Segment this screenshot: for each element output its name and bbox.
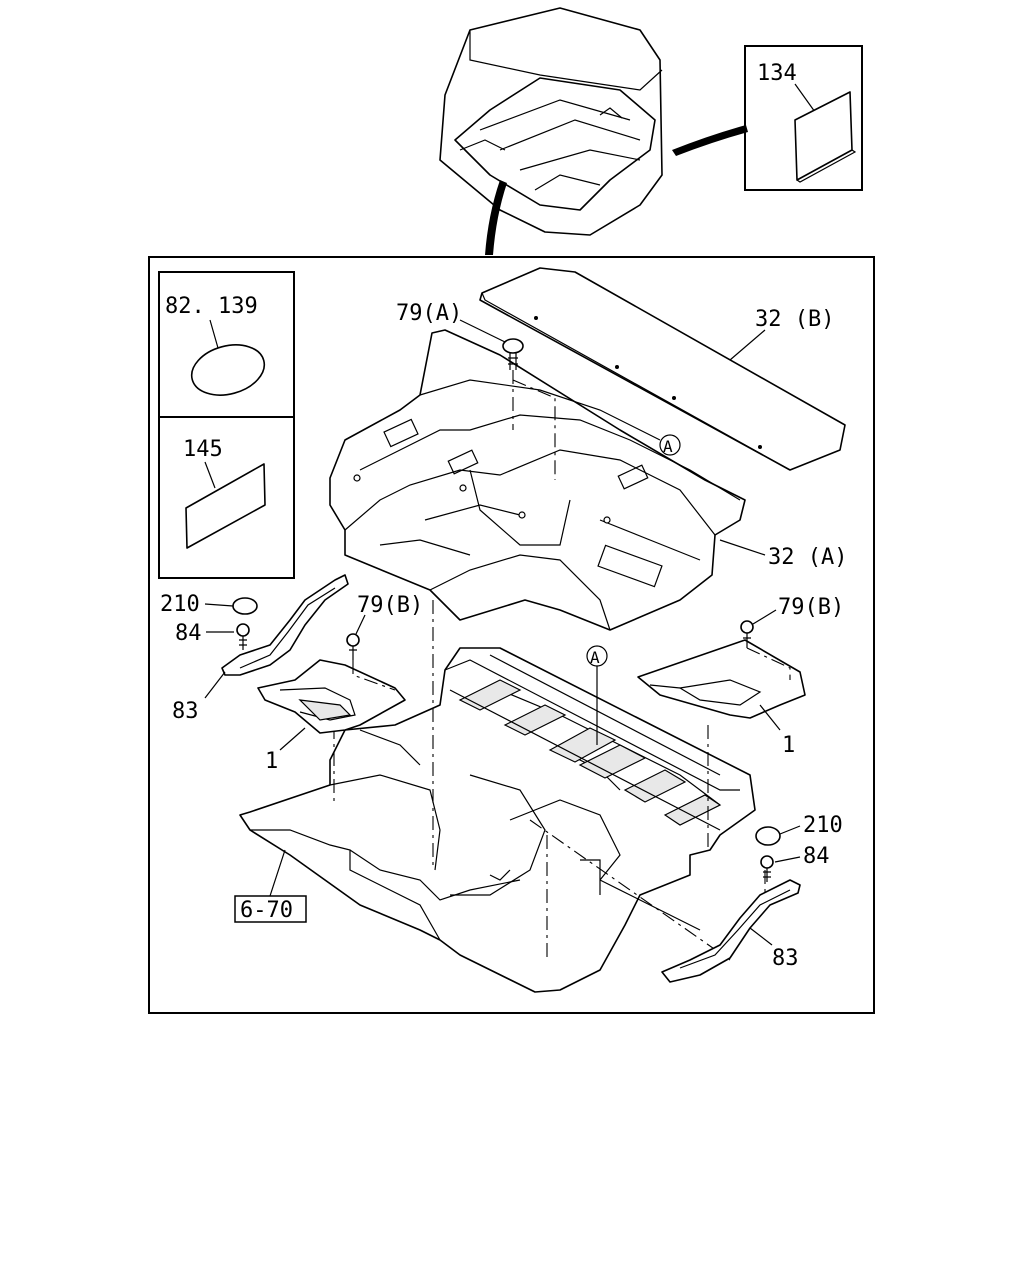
pad-145 [185,463,266,549]
mat-32B [479,267,846,471]
callout-32B: 32 (B) [755,307,834,332]
callout-83-left: 83 [172,699,199,724]
vehicle-overview [439,7,663,236]
trim-83-right [661,879,801,983]
clip-79A [502,338,524,370]
callout-83-right: 83 [772,946,799,971]
callout-84-left: 84 [175,621,202,646]
callout-145: 145 [183,437,223,462]
grommet-oval [190,344,266,396]
main-frame [148,256,875,1014]
callout-82-139: 82. 139 [165,294,258,319]
callout-6-70: 6-70 [240,898,293,923]
callout-1-left: 1 [265,749,278,774]
reference-circle-upper [659,434,681,456]
cap-210-left [232,597,258,615]
callout-210-right: 210 [803,813,843,838]
cap-210-right [755,826,781,846]
callout-79A: 79(A) [396,301,462,326]
callout-1-right: 1 [782,733,795,758]
overview-pointer-down [485,180,507,255]
ref-A-upper: A [663,437,673,456]
trim-83-left [221,574,349,676]
ref-A-lower: A [590,648,600,667]
screw-84-right [760,855,774,882]
panel-1-left [257,659,406,734]
callout-210-left: 210 [160,592,200,617]
inset-82-139-145: 82. 139 145 [158,271,295,579]
floor-pan [239,647,756,993]
clip-79B-right [740,620,754,648]
clip-79B-left [346,633,360,660]
overview-pointer-right [672,125,748,156]
inset-134: 134 [744,45,863,191]
ref-6-70: 6-70 [234,849,307,923]
callout-79B-right: 79(B) [778,595,844,620]
callout-79B-left: 79(B) [357,593,423,618]
mat-32A [329,329,746,631]
callout-32A: 32 (A) [768,545,847,570]
screw-84-left [236,623,250,650]
callout-84-right: 84 [803,844,830,869]
panel-1-right [637,639,806,719]
callout-134: 134 [757,61,797,86]
